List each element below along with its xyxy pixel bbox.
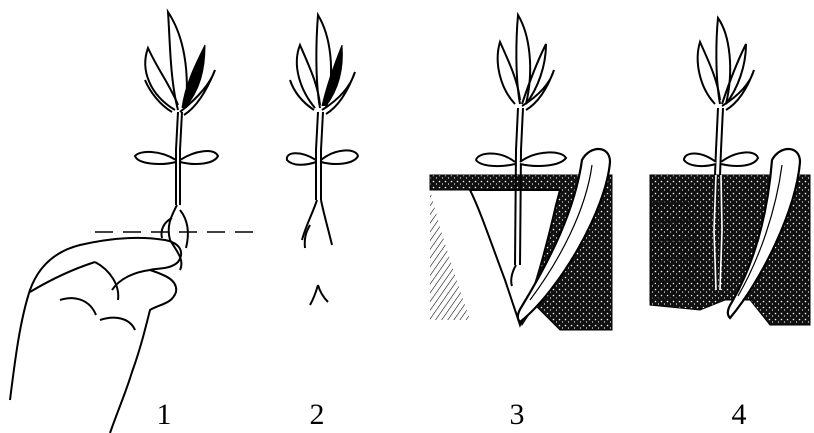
step-label-4: 4	[719, 398, 759, 432]
root-tip-icon	[310, 285, 328, 305]
step-2-trimmed-seedling	[287, 15, 358, 305]
step-label-2: 2	[297, 398, 337, 432]
step-label-1: 1	[144, 398, 184, 432]
cotyledon-left-icon	[135, 152, 176, 164]
step-1-seedling-in-hand	[10, 12, 260, 433]
cotyledon-right-icon	[180, 151, 218, 164]
step-label-3: 3	[497, 398, 537, 432]
step-4-firming-soil	[650, 18, 810, 325]
step-3-planting-in-hole	[430, 15, 612, 330]
